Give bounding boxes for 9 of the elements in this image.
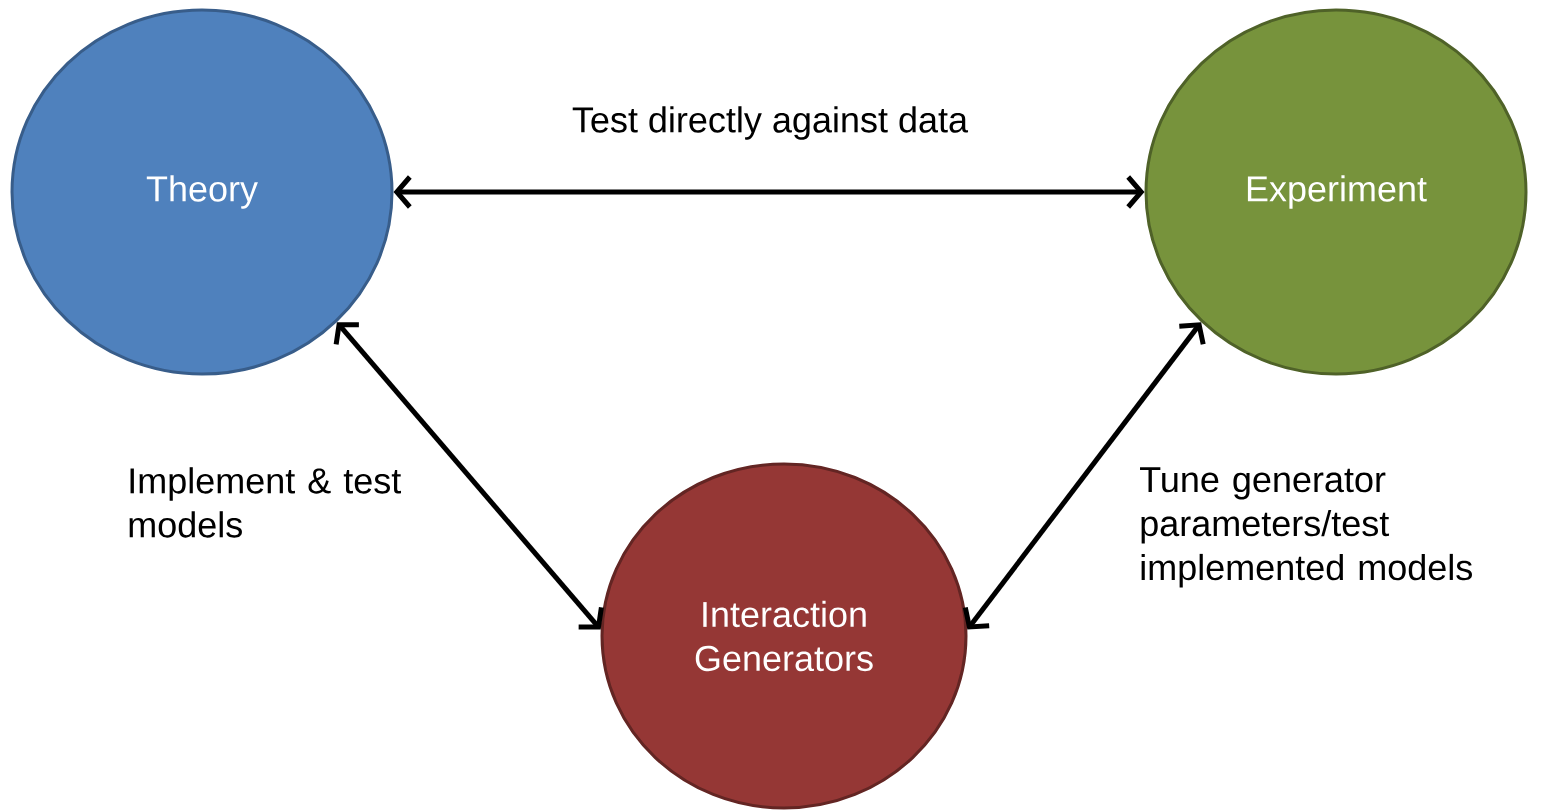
edge-label: Implement & test models	[129, 467, 401, 538]
edge-label: Tune generator parameters/test implemented models	[1140, 467, 1472, 588]
circle-node: Theory	[10, 8, 394, 376]
double-arrow	[333, 322, 604, 630]
circle-node: Experiment	[1144, 8, 1528, 376]
double-arrow	[393, 175, 1145, 209]
double-arrow	[962, 322, 1206, 630]
circle-node: Interaction Generators	[600, 462, 968, 810]
edge-label: Test directly against data	[572, 106, 969, 140]
